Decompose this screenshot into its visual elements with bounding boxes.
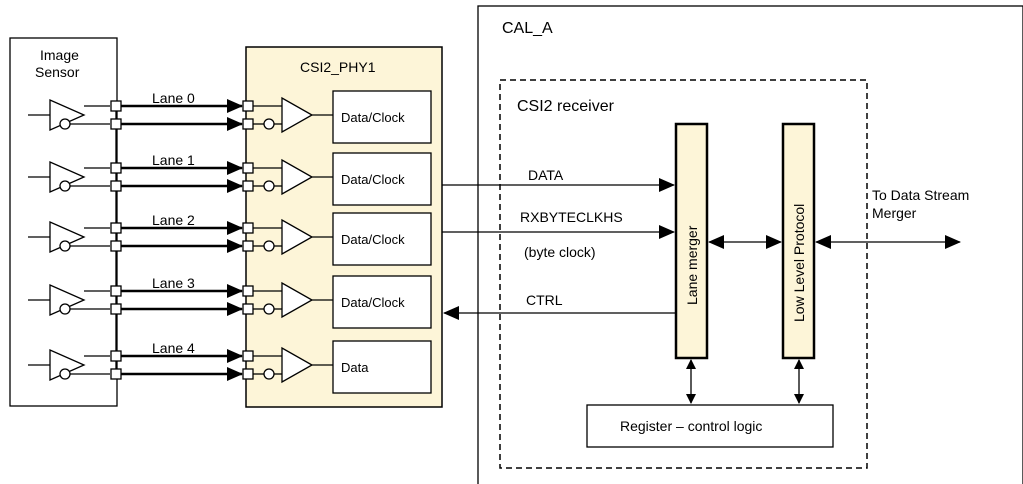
sensor-node [110, 350, 122, 362]
phy-title: CSI2_PHY1 [300, 59, 376, 75]
sensor-node [110, 285, 122, 297]
lane-merger-label: Lane merger [684, 225, 700, 305]
lane-label: Lane 1 [152, 152, 195, 168]
ctrl-signal-label: CTRL [526, 292, 563, 308]
receiver-inverter-bubble [263, 368, 275, 380]
sensor-node [110, 240, 122, 252]
lane-wire-group: Lane 0 Lane 1 Lane 2 Lane 3 Lane 4 [121, 90, 243, 381]
driver-inverter-bubble [59, 118, 71, 130]
csi2-receiver-block [499, 79, 868, 469]
image-sensor-label-line2: Sensor [35, 64, 80, 80]
cal-a-title: CAL_A [502, 20, 553, 37]
phy-node [242, 303, 254, 315]
receiver-inverter-bubble [263, 303, 275, 315]
image-sensor-block: Image Sensor [9, 37, 122, 407]
csi2-phy1-block: CSI2_PHY1 Data/ClockData/ClockData/Clock… [242, 46, 443, 408]
phy-data-block-label: Data [341, 360, 369, 375]
receiver-inverter-bubble [263, 180, 275, 192]
phy-data-block [332, 212, 432, 266]
driver-inverter-bubble [59, 240, 71, 252]
receiver-triangle [281, 346, 314, 384]
lane-label: Lane 4 [152, 340, 195, 356]
sensor-node [110, 222, 122, 234]
lane-label: Lane 0 [152, 90, 195, 106]
phy-node [242, 222, 254, 234]
phy-data-block-label: Data/Clock [341, 232, 405, 247]
phy-data-block [332, 340, 432, 394]
phy-receiver-group: Data/ClockData/ClockData/ClockData/Clock… [242, 90, 432, 394]
receiver-triangle [281, 218, 314, 256]
sensor-node [110, 368, 122, 380]
phy-data-block-label: Data/Clock [341, 172, 405, 187]
low-level-protocol-block [781, 122, 816, 360]
phy-node [242, 240, 254, 252]
phy-node [242, 118, 254, 130]
phy-data-block-label: Data/Clock [341, 295, 405, 310]
receiver-inverter-bubble [263, 118, 275, 130]
phy-data-block [332, 275, 432, 329]
receiver-inverter-bubble [263, 240, 275, 252]
receiver-triangle [281, 281, 314, 319]
output-label-line2: Merger [872, 205, 917, 221]
sensor-node [110, 303, 122, 315]
driver-inverter-bubble [59, 180, 71, 192]
phy-node [242, 285, 254, 297]
csi2-receiver-title: CSI2 receiver [517, 98, 615, 115]
phy-node [242, 368, 254, 380]
lane-label: Lane 2 [152, 212, 195, 228]
low-level-protocol-label: Low Level Protocol [791, 204, 807, 322]
register-control-logic-block [586, 404, 834, 448]
phy-node [242, 350, 254, 362]
phy-data-block [332, 90, 432, 144]
sensor-node [110, 118, 122, 130]
byte-clock-label: (byte clock) [524, 244, 596, 260]
phy-node [242, 100, 254, 112]
phy-data-block [332, 152, 432, 206]
rxbyteclkhs-signal-label: RXBYTECLKHS [520, 209, 623, 225]
image-sensor-label-line1: Image [40, 47, 79, 63]
phy-node [242, 180, 254, 192]
sensor-node [110, 180, 122, 192]
lane-label: Lane 3 [152, 275, 195, 291]
receiver-triangle [281, 158, 314, 196]
phy-data-block-label: Data/Clock [341, 110, 405, 125]
receiver-triangle [281, 96, 314, 134]
sensor-node [110, 162, 122, 174]
driver-inverter-bubble [59, 303, 71, 315]
sensor-node [110, 100, 122, 112]
data-signal-label: DATA [528, 167, 564, 183]
output-label-line1: To Data Stream [872, 187, 969, 203]
register-control-logic-label: Register – control logic [620, 418, 762, 434]
phy-node [242, 162, 254, 174]
driver-inverter-bubble [59, 368, 71, 380]
lane-merger-block [674, 122, 709, 360]
